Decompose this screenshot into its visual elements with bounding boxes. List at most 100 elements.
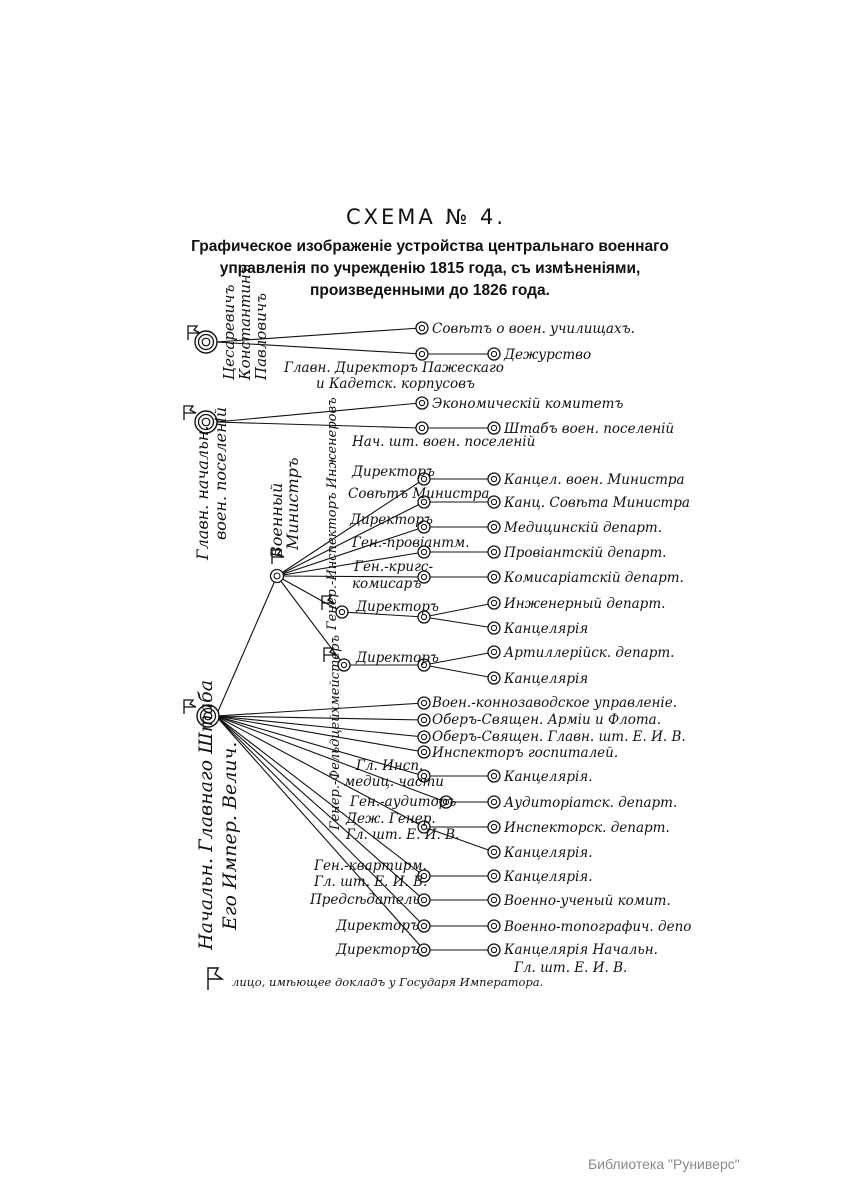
node-circle [487,943,501,957]
connection-lines [215,327,495,951]
node-circle [487,671,501,685]
node-circle [487,869,501,883]
label-dezh-general: Деж. Генер. [345,811,436,827]
node-circle [417,713,431,727]
label-gl-insp-med: Гл. Инсп. [355,758,423,774]
label-ober-armii: Оберъ-Священ. Армiи и Флота. [432,712,661,728]
label-dir-topo: Директоръ [335,918,419,934]
label-gen-kvartirm: Ген.-квартирм. [313,858,427,874]
label-kants-nach: Канцелярiя Начальн. [503,942,658,958]
label-gen-proviant: Ген.-провiантм. [351,535,470,551]
label-kants-art: Канцелярiя [503,671,588,687]
node-circle [417,696,431,710]
svg-text:Главн. начальн.: Главн. начальн. [193,426,212,561]
label-gen-kvartirm-2: Гл. шт. Е. И. В. [313,874,427,890]
hub-poseleniy-label: Главн. начальн. воен. поселенiй [193,407,230,561]
label-sovet-uchilish: Совѣтъ о воен. училищахъ. [432,321,635,337]
hub-konstantin [194,330,218,354]
footer-credit: Библиотека "Руниверс" [588,1156,740,1172]
label-inzh-depart: Инженерный департ. [503,596,665,612]
label-kants-med: Канцелярiя. [503,769,593,785]
node-circle [487,893,501,907]
node-circle [487,769,501,783]
vertical-label-inzhener: Генер.-Инспекторъ Инженеровъ [325,397,340,631]
label-kants-nach-2: Гл. шт. Е. И. В. [513,960,627,976]
label-proviant-depart: Провiантскiй департ. [503,545,666,561]
hub-konstantin-label: Цесаревичъ Константинъ Павловичъ [220,264,270,381]
vertical-label-artill: Генер.-Фельдцейхмейстеръ [328,635,343,831]
node-circle [487,421,501,435]
label-shtab-posel: Штабъ воен. поселенiй [503,421,674,437]
svg-text:Константинъ: Константинъ [236,264,254,381]
node-circle [487,570,501,584]
node-circle [487,621,501,635]
node-circles [415,321,501,957]
label-glav-direktor-2: и Кадетск. корпусовъ [316,376,475,392]
label-dir-nach: Директоръ [335,942,419,958]
label-sovet-min: Совѣтъ Министра [348,486,489,502]
node-circle [417,730,431,744]
label-dir-art: Директоръ [355,650,439,666]
label-gen-krig: Ген.-кригс- [353,559,433,575]
node-circle [415,421,429,435]
label-dir-kants: Директоръ [351,464,435,480]
svg-text:Министръ: Министръ [283,457,302,551]
label-dezh-general-2: Гл. шт. Е. И. В. [345,827,459,843]
label-kants-min: Канцел. воен. Министра [503,472,685,488]
node-circle [487,495,501,509]
node-circle [487,795,501,809]
label-kants-sovet: Канц. Совѣта Министра [503,495,690,511]
hub-shtab-label: Начальн. Главнаго Штаба Его Импер. Велич… [195,680,241,951]
diagram-subtitle: Графическое изображенiе устройства центр… [191,238,669,299]
node-circle [487,820,501,834]
label-voenno-uchen: Военно-ученый комит. [503,893,671,909]
node-circle [417,943,431,957]
label-gen-auditor: Ген.-аудиторъ [349,794,456,810]
node-circle [487,347,501,361]
node-circle [415,321,429,335]
label-dir-inzh: Директоръ [355,599,439,615]
label-kants-inzh: Канцелярiя [503,621,588,637]
label-nach-shtab-posel: Нач. шт. воен. поселенiй [351,434,535,450]
legend-text: лицо, имѣющее докладъ у Государя Императ… [232,975,543,989]
node-circle [417,893,431,907]
label-art-depart: Артиллерiйск. департ. [503,645,674,661]
node-circle [487,919,501,933]
diagram-title: СХЕМА № 4. [345,205,507,229]
label-glav-direktor: Главн. Директоръ Пажескаго [283,360,504,376]
label-komis-depart: Комисарiатскiй департ. [503,570,684,586]
node-circle [487,472,501,486]
label-inspektor-gosp: Инспекторъ госпиталей. [431,745,618,761]
label-voenno-topo: Военно-топографич. депо [503,919,691,935]
node-circle [487,845,501,859]
node-circle [415,396,429,410]
svg-text:Начальн. Главнаго Штаба: Начальн. Главнаго Штаба [195,680,217,951]
label-gl-insp-med-2: медиц. части [344,774,444,790]
label-inspektor-depart: Инспекторск. департ. [503,820,670,836]
svg-text:воен. поселенiй: воен. поселенiй [211,407,230,540]
label-kants-kvart: Канцелярiя. [503,869,593,885]
svg-text:Павловичъ: Павловичъ [252,293,270,381]
svg-text:Цесаревичъ: Цесаревичъ [220,284,238,380]
hub-ministr [269,568,285,584]
label-ekon-komitet: Экономическiй комитетъ [432,396,623,412]
label-gen-krig-2: комисаръ [352,576,421,592]
node-circle [415,347,429,361]
node-circle [417,919,431,933]
node-circle [487,520,501,534]
label-konnozavod: Воен.-коннозаводское управленiе. [431,695,677,711]
label-med-depart: Медицинскiй департ. [503,520,662,536]
legend-flag-icon [207,967,225,990]
label-dir-med: Директоръ [349,512,433,528]
node-circle [417,745,431,759]
node-circle [487,596,501,610]
node-circle [487,645,501,659]
hub-ministr-label: Военный Министръ [267,457,302,559]
label-predsedatel: Предсѣдатель [309,892,420,908]
node-circle [487,545,501,559]
svg-text:Военный: Военный [267,483,286,559]
svg-text:Его Импер. Велич.: Его Импер. Велич. [219,742,241,931]
label-auditoriat: Аудиторiатск. департ. [503,795,677,811]
label-kants-insp: Канцелярiя. [503,845,593,861]
